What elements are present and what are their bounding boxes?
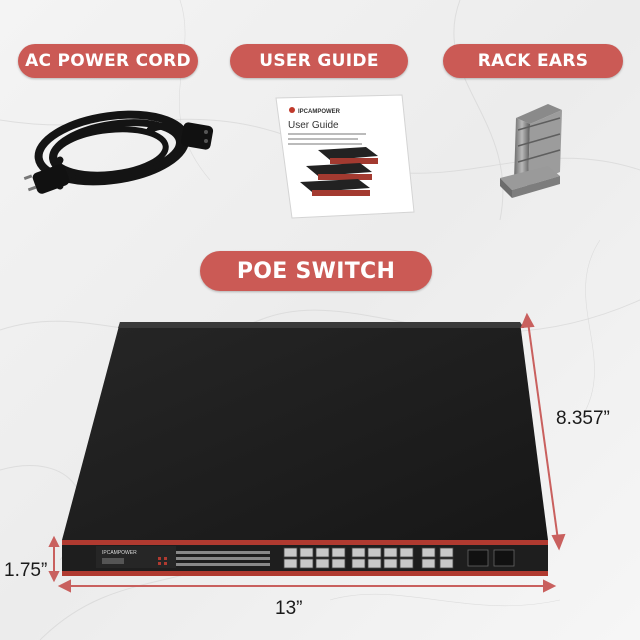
- power-cord-plugs: [23, 122, 214, 194]
- poe-switch-label: POE SWITCH: [200, 251, 432, 291]
- user-guide-label: USER GUIDE: [230, 44, 408, 78]
- depth-dimension: 1.75”: [4, 560, 48, 581]
- dimension-arrows: [48, 312, 566, 593]
- manual-brand: IPCAMPOWER: [298, 109, 341, 115]
- rack-ears-icon: [500, 104, 562, 198]
- poe-switch-icon: IPCAMPOWER: [62, 322, 548, 576]
- sfp-ports: [467, 549, 515, 567]
- height-dimension: 8.357”: [556, 408, 610, 429]
- rack-ears-label: RACK EARS: [443, 44, 623, 78]
- width-dimension: 13”: [275, 598, 303, 619]
- rj45-ports: [283, 547, 454, 569]
- switch-brand: IPCAMPOWER: [102, 550, 137, 556]
- user-guide-icon: IPCAMPOWER User Guide: [275, 94, 415, 219]
- manual-title: User Guide: [288, 120, 339, 131]
- ac-power-cord-label: AC POWER CORD: [18, 44, 198, 78]
